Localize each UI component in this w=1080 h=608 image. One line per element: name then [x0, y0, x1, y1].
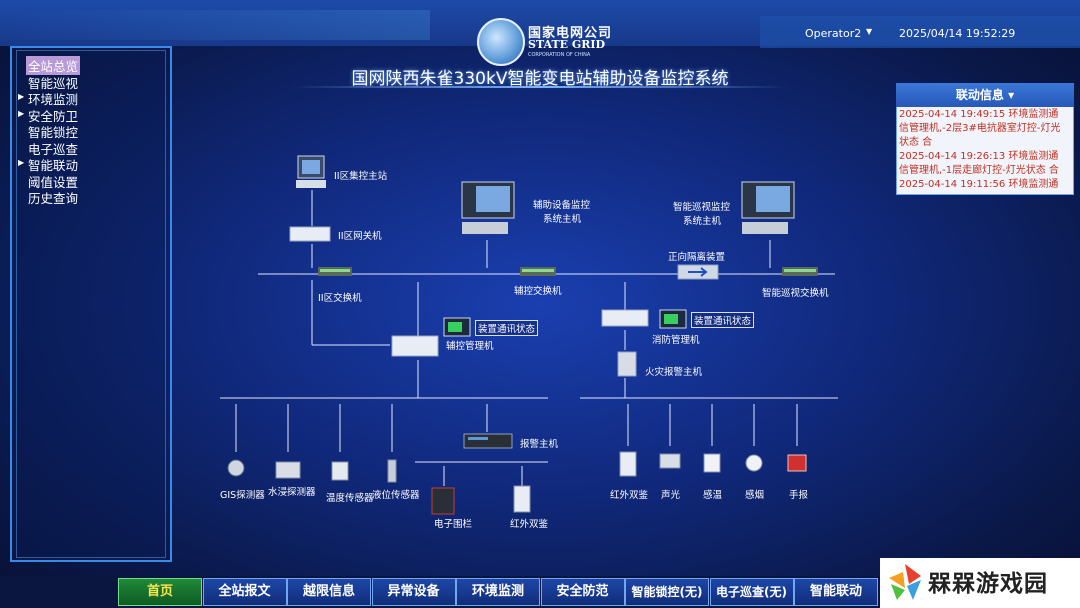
temperature-sensor-icon — [331, 461, 349, 481]
label-patrol-host-2: 系统主机 — [683, 216, 722, 227]
linkage-log-line: 2025-04-14 19:26:13 环境监测通 — [899, 151, 1059, 162]
server-icon — [391, 335, 439, 357]
alarm-host-icon — [463, 433, 513, 449]
caret-down-icon[interactable]: ▼ — [866, 27, 873, 36]
watermark-area — [880, 558, 1080, 608]
tab-5[interactable]: 安全防范 — [540, 578, 625, 606]
level-sensor-icon — [387, 459, 397, 483]
label-sensor: 手报 — [789, 490, 809, 501]
smoke-detector-icon — [745, 454, 763, 472]
label-sensor: 电子围栏 — [434, 519, 473, 530]
label-isolator: 正向隔离装置 — [668, 252, 726, 263]
tab-6[interactable]: 智能锁控(无) — [625, 578, 709, 606]
server-icon — [289, 226, 331, 242]
watermark-logo-icon — [889, 564, 921, 600]
label-sensor: 感温 — [703, 490, 723, 501]
expand-arrow-icon[interactable]: ▶ — [18, 92, 25, 101]
label-alarm-host: 报警主机 — [520, 439, 559, 450]
tab-0[interactable]: 首页 — [118, 578, 202, 606]
switch-icon — [782, 267, 818, 276]
sidebar-item[interactable]: 智能锁控 — [28, 125, 79, 140]
tab-8[interactable]: 智能联动 — [794, 578, 878, 606]
logo-subtitle: CORPORATION OF CHINA — [528, 52, 591, 58]
label-zone2-master: II区集控主站 — [334, 171, 388, 182]
tab-4[interactable]: 环境监测 — [456, 578, 540, 606]
label-sensor: GIS探测器 — [220, 490, 265, 501]
isolator-icon — [677, 264, 719, 280]
fire-alarm-panel-icon — [617, 351, 637, 377]
linkage-log-line: 信管理机,-1层走廊灯控-灯光状态 合 — [899, 165, 1059, 176]
label-sensor: 温度传感器 — [326, 493, 374, 504]
pc-icon — [296, 155, 326, 188]
operator-dropdown[interactable]: Operator2 — [805, 27, 862, 40]
aux-device-status-button[interactable]: 装置通讯状态 — [475, 320, 539, 336]
water-sensor-icon — [275, 461, 301, 479]
sidebar-panel — [10, 46, 172, 562]
tab-1[interactable]: 全站报文 — [202, 578, 287, 606]
infrared-detector-icon — [619, 451, 637, 477]
label-zone2-gateway: II区网关机 — [338, 231, 382, 242]
switch-icon — [318, 267, 352, 276]
header-user-area — [760, 16, 1080, 48]
expand-arrow-icon[interactable]: ▶ — [18, 109, 25, 118]
sidebar-item[interactable]: 智能巡视 — [28, 76, 79, 91]
label-aux-host-2: 系统主机 — [543, 214, 582, 225]
watermark-text: 槑槑游戏园 — [928, 571, 1048, 597]
status-indicator-icon — [659, 309, 687, 329]
logo-english-name: STATE GRID — [528, 38, 606, 51]
sidebar-item[interactable]: 环境监测 — [28, 92, 79, 107]
linkage-log-line: 2025-04-14 19:49:15 环境监测通 — [899, 109, 1059, 120]
switch-icon — [520, 267, 556, 276]
siren-icon — [659, 453, 681, 469]
tab-2[interactable]: 越限信息 — [287, 578, 371, 606]
label-fire-alarm: 火灾报警主机 — [645, 367, 703, 378]
fire-device-status-button[interactable]: 装置通讯状态 — [691, 312, 755, 328]
electronic-fence-icon — [431, 487, 455, 515]
sidebar-item[interactable]: 电子巡查 — [28, 142, 79, 157]
gis-detector-icon — [227, 459, 245, 477]
title-underline — [290, 86, 790, 88]
infrared-detector-icon — [513, 485, 531, 513]
expand-arrow-icon[interactable]: ▶ — [18, 158, 25, 167]
label-sensor: 红外双鉴 — [510, 519, 549, 530]
tab-3[interactable]: 异常设备 — [371, 578, 456, 606]
status-indicator-icon — [443, 317, 471, 337]
label-sensor: 声光 — [661, 490, 681, 501]
logo-chinese-name: 国家电网公司 — [528, 26, 613, 41]
label-sensor: 红外双鉴 — [610, 490, 649, 501]
label-aux-host-1: 辅助设备监控 — [533, 200, 591, 211]
sidebar-inner-frame — [16, 50, 166, 558]
label-sensor: 水浸探测器 — [268, 487, 316, 498]
manual-alarm-icon — [787, 454, 807, 472]
heat-detector-icon — [703, 453, 721, 473]
state-grid-logo-icon — [477, 18, 525, 66]
linkage-log-line: 状态 合 — [899, 137, 933, 148]
label-fire-manager: 消防管理机 — [652, 335, 700, 346]
linkage-log-line: 2025-04-14 19:11:56 环境监测通 — [899, 179, 1059, 190]
page-title: 国网陕西朱雀330kV智能变电站辅助设备监控系统 — [351, 69, 729, 89]
sidebar-item[interactable]: 安全防卫 — [28, 109, 79, 124]
linkage-info-log: 2025-04-14 19:49:15 环境监测通信管理机,-2层3#电抗器室灯… — [899, 108, 1071, 192]
pc-icon — [461, 181, 515, 234]
current-datetime: 2025/04/14 19:52:29 — [899, 27, 1016, 40]
sidebar-item[interactable]: 智能联动 — [28, 158, 79, 173]
linkage-info-dropdown[interactable]: 联动信息 ▾ — [896, 83, 1074, 107]
label-sensor: 感烟 — [745, 490, 765, 501]
label-sensor: 液位传感器 — [372, 490, 420, 501]
label-aux-switch: 辅控交换机 — [514, 286, 562, 297]
sidebar-item[interactable]: 全站总览 — [26, 56, 81, 75]
label-patrol-switch: 智能巡视交换机 — [762, 288, 829, 299]
sidebar-item[interactable]: 阈值设置 — [28, 175, 79, 190]
header-decoration-left — [0, 10, 430, 40]
server-icon — [601, 309, 649, 327]
label-patrol-host-1: 智能巡视监控 — [673, 202, 731, 213]
sidebar-item[interactable]: 历史查询 — [28, 191, 79, 206]
label-zone2-switch: II区交换机 — [318, 293, 362, 304]
tab-7[interactable]: 电子巡查(无) — [709, 578, 794, 606]
linkage-log-line: 信管理机,-2层3#电抗器室灯控-灯光 — [899, 123, 1061, 134]
label-aux-manager: 辅控管理机 — [446, 341, 494, 352]
pc-icon — [741, 181, 795, 234]
